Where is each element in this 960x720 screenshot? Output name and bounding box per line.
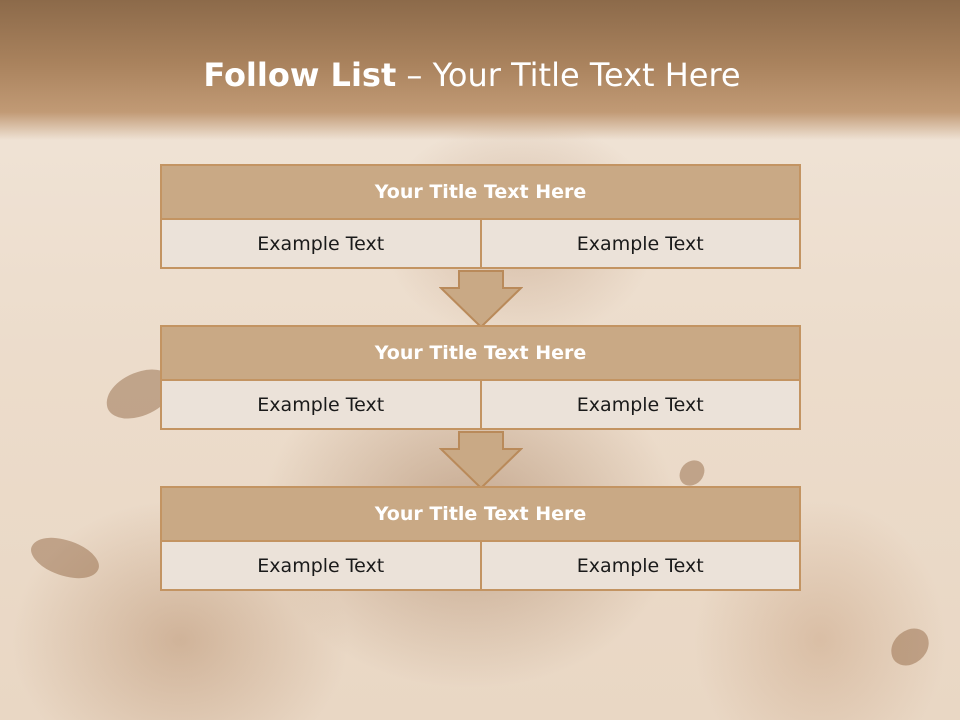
step-cell-right: Example Text [481,220,801,269]
down-arrow-icon [439,431,523,489]
step-cell-right: Example Text [481,381,801,430]
step-row: Example Text Example Text [160,220,801,269]
down-arrow-icon [439,270,523,328]
slide-title-bold: Follow List [203,56,397,94]
step-row: Example Text Example Text [160,381,801,430]
step-row: Example Text Example Text [160,542,801,591]
slide-title: Follow List – Your Title Text Here [0,52,944,98]
step-block-2: Your Title Text Here Example Text Exampl… [160,325,801,430]
step-cell-left: Example Text [160,381,482,430]
header-band [0,0,960,140]
step-cell-left: Example Text [160,220,482,269]
slide-title-rest: Your Title Text Here [432,56,741,94]
step-block-1: Your Title Text Here Example Text Exampl… [160,164,801,269]
step-cell-left: Example Text [160,542,482,591]
step-title: Your Title Text Here [160,325,801,381]
slide-title-separator: – [396,56,433,94]
step-title: Your Title Text Here [160,164,801,220]
step-cell-right: Example Text [481,542,801,591]
step-block-3: Your Title Text Here Example Text Exampl… [160,486,801,591]
step-title: Your Title Text Here [160,486,801,542]
